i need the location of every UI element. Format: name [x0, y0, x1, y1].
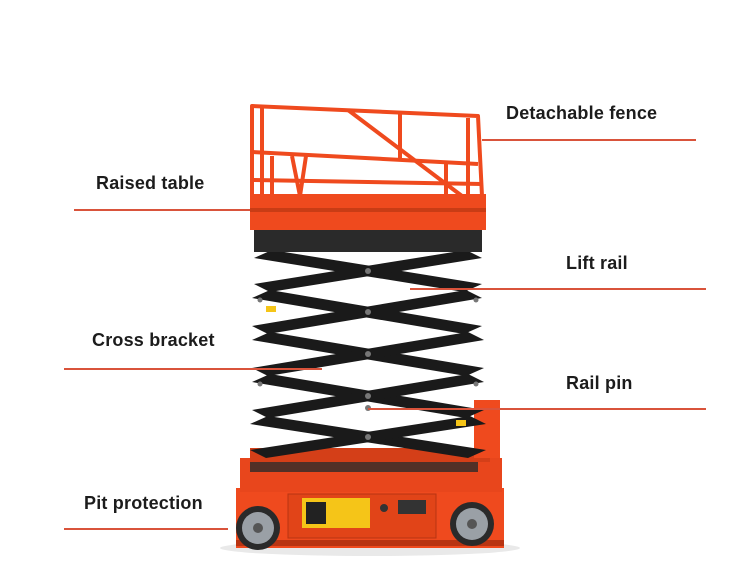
label-cross-bracket: Cross bracket: [92, 330, 215, 350]
platform: [250, 194, 486, 252]
front-wheel: [236, 506, 280, 550]
leader-cross-bracket: [64, 368, 322, 370]
scissor-tag-right: [456, 420, 466, 426]
platform-trim: [250, 208, 486, 212]
pit-protection-bar: [236, 540, 504, 546]
leader-rail-pin: [368, 408, 706, 410]
leader-pit-protection: [64, 528, 228, 530]
label-rail-pin: Rail pin: [566, 373, 633, 393]
leader-detachable-fence: [482, 139, 696, 141]
guardrail: [250, 104, 484, 198]
leader-lift-rail: [410, 288, 706, 290]
label-detachable-fence: Detachable fence: [506, 103, 658, 123]
platform-underside: [254, 230, 482, 252]
leader-raised-table: [74, 209, 250, 211]
chassis-dark-band: [250, 462, 478, 472]
access-panel: [398, 500, 426, 514]
label-raised-table: Raised table: [96, 173, 205, 193]
emergency-button: [380, 504, 388, 512]
rear-wheel: [450, 502, 494, 546]
warning-sticker-detail: [306, 502, 326, 524]
label-pit-protection: Pit protection: [84, 493, 203, 513]
label-lift-rail: Lift rail: [566, 253, 628, 273]
scissor-tag-left: [266, 306, 276, 312]
